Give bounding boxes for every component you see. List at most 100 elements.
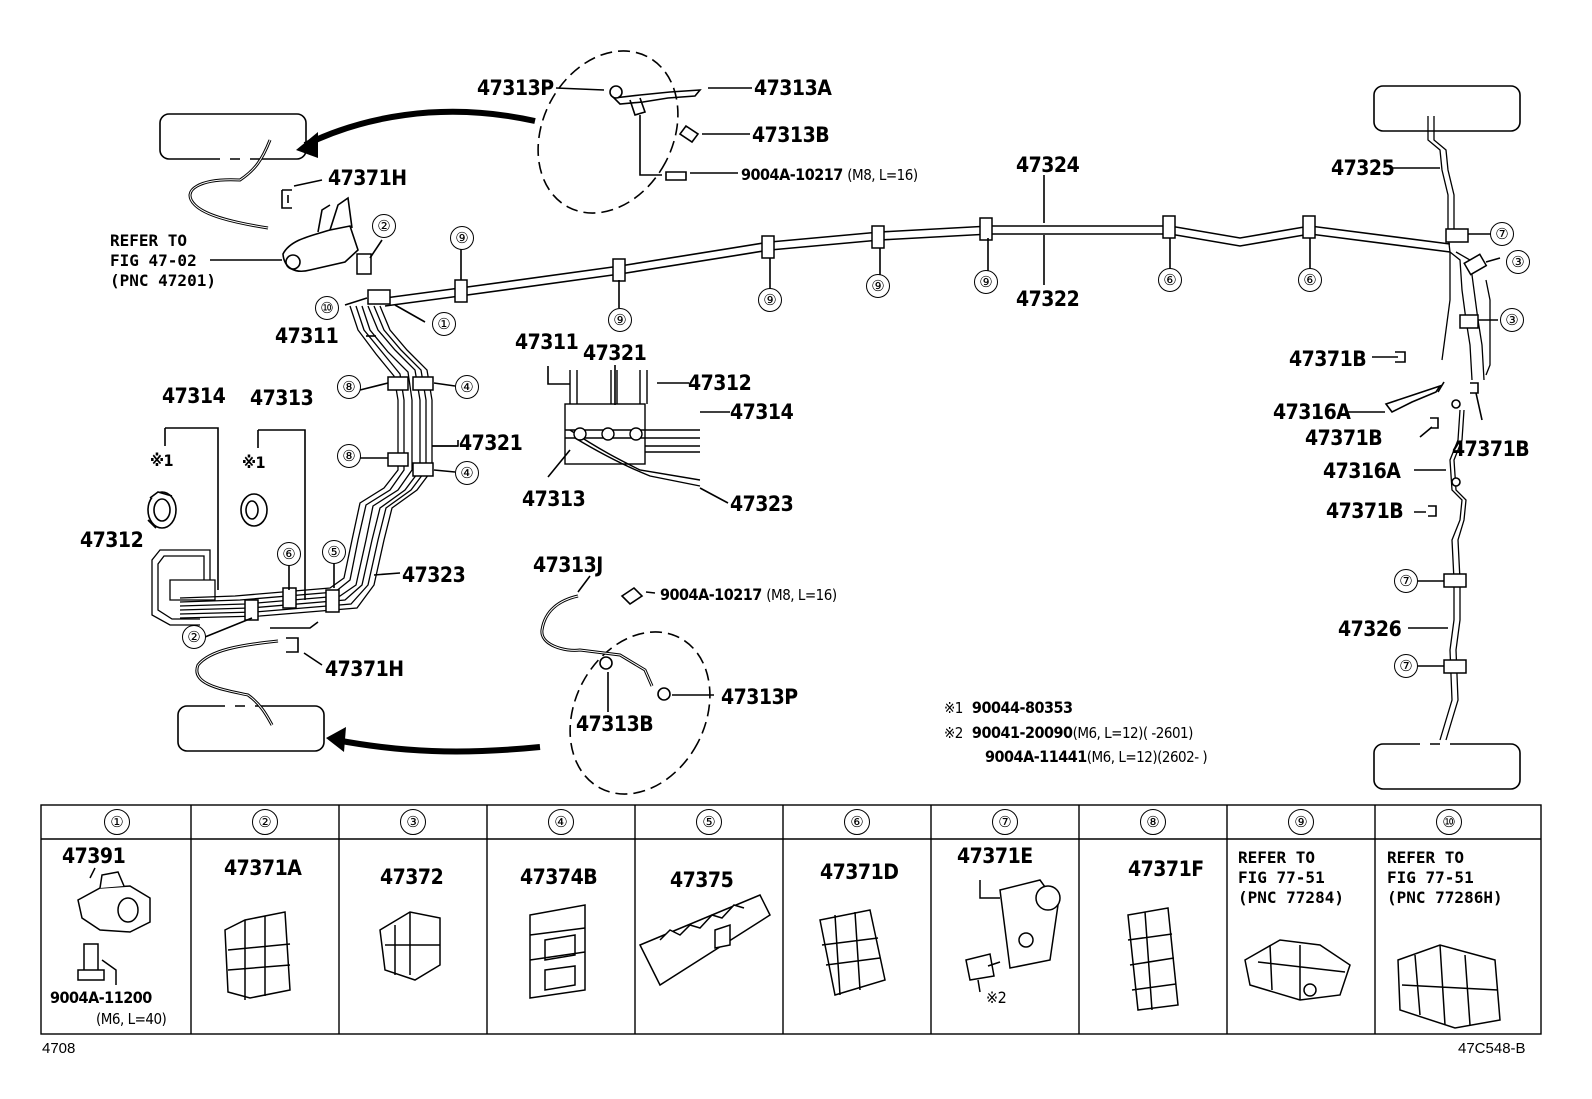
table-bolt-spec: (M6, L=40) [96, 1010, 167, 1028]
ref-frame-bottom-left [177, 705, 325, 752]
callout-10: ⑩ [315, 296, 339, 320]
label-47324: 47324 [1016, 153, 1080, 177]
callout-3-b: ③ [1500, 308, 1524, 332]
label-47371B-2: 47371B [1305, 426, 1383, 450]
table-refer-77284: REFER TO FIG 77-51 (PNC 77284) [1238, 848, 1344, 907]
label-47311-main: 47311 [275, 324, 339, 348]
note-star2-alt: 9004A-11441(M6, L=12)(2602- ) [985, 747, 1208, 766]
callout-3-a: ③ [1506, 250, 1530, 274]
table-header-6: ⑥ [844, 809, 870, 835]
callout-7-b: ⑦ [1394, 569, 1418, 593]
label-47314: 47314 [162, 384, 226, 408]
label-47316A-1: 47316A [1273, 400, 1351, 424]
star1-mark-b: ※1 [242, 453, 266, 472]
table-header-8: ⑧ [1140, 809, 1166, 835]
label-47325: 47325 [1331, 156, 1395, 180]
table-header-10: ⑩ [1436, 809, 1462, 835]
label-47313-detail: 47313 [522, 487, 586, 511]
detail-ellipse-bottom [569, 631, 711, 795]
label-bolt-top: 9004A-10217 (M8, L=16) [741, 165, 918, 184]
table-part-47371F: 47371F [1128, 857, 1204, 881]
callout-9-a: ⑨ [450, 226, 474, 250]
note-star1: ※1 90044-80353 [944, 698, 1073, 717]
callout-9-e: ⑨ [974, 270, 998, 294]
ref-frame-top-right [1373, 85, 1521, 132]
callout-2-top: ② [372, 214, 396, 238]
table-header-3: ③ [400, 809, 426, 835]
label-47326: 47326 [1338, 617, 1402, 641]
label-47313B-top: 47313B [752, 123, 830, 147]
table-part-47374B: 47374B [520, 865, 598, 889]
label-47314-detail: 47314 [730, 400, 794, 424]
refer-fig-47-02: REFER TO FIG 47-02 (PNC 47201) [110, 231, 216, 290]
label-47313: 47313 [250, 386, 314, 410]
callout-8-b: ⑧ [337, 444, 361, 468]
label-47313B-bottom: 47313B [576, 712, 654, 736]
note-star2: ※2 90041-20090(M6, L=12)( -2601) [944, 723, 1193, 742]
ref-frame-bottom-right [1373, 743, 1521, 790]
figure-code-left: 4708 [42, 1040, 76, 1057]
table-part-47371D: 47371D [820, 860, 899, 884]
grommet-47313 [240, 493, 268, 527]
callout-7-a: ⑦ [1490, 222, 1514, 246]
table-part-47391: 47391 [62, 844, 126, 868]
label-47371H-bottom: 47371H [325, 657, 404, 681]
table-header-4: ④ [548, 809, 574, 835]
callout-7-c: ⑦ [1394, 654, 1418, 678]
table-header-2: ② [252, 809, 278, 835]
inset-clip-detail [564, 370, 701, 487]
table-header-1: ① [104, 809, 130, 835]
callout-2-bottom: ② [182, 625, 206, 649]
label-47313P-top: 47313P [477, 76, 554, 100]
label-47321: 47321 [459, 431, 523, 455]
callout-6-a: ⑥ [1158, 268, 1182, 292]
callout-5: ⑤ [322, 540, 346, 564]
table-bolt-9004A-11200: 9004A-11200 [50, 988, 152, 1007]
table-header-5: ⑤ [696, 809, 722, 835]
table-header-9: ⑨ [1288, 809, 1314, 835]
callout-4-a: ④ [455, 375, 479, 399]
label-47371H-top: 47371H [328, 166, 407, 190]
table-part-47371A: 47371A [224, 856, 302, 880]
table-part-sketches [77, 867, 1501, 1029]
label-47316A-2: 47316A [1323, 459, 1401, 483]
main-brake-line [384, 225, 1451, 307]
label-47313A: 47313A [754, 76, 832, 100]
table-refer-77286H: REFER TO FIG 77-51 (PNC 77286H) [1387, 848, 1503, 907]
grommet-47314 [147, 491, 177, 529]
table-part-47371E: 47371E [957, 844, 1033, 868]
callout-6-b: ⑥ [1298, 268, 1322, 292]
label-47323-detail: 47323 [730, 492, 794, 516]
callout-1: ① [432, 312, 456, 336]
right-brake-lines [1427, 116, 1491, 741]
callout-4-b: ④ [455, 461, 479, 485]
table-star2-mark: ※2 [986, 988, 1007, 1007]
parts-table-grid [40, 804, 1542, 1035]
callout-9-b: ⑨ [608, 308, 632, 332]
callout-8-a: ⑧ [337, 375, 361, 399]
callout-9-c: ⑨ [758, 288, 782, 312]
label-47312: 47312 [80, 528, 144, 552]
label-47311-detail: 47311 [515, 330, 579, 354]
detail-ellipse-top [537, 50, 679, 214]
label-47312-detail: 47312 [688, 371, 752, 395]
callout-6-c: ⑥ [277, 542, 301, 566]
ref-frame-top-left [159, 113, 307, 160]
star1-mark-a: ※1 [150, 451, 174, 470]
figure-code-right: 47C548-B [1458, 1040, 1526, 1057]
label-47322: 47322 [1016, 287, 1080, 311]
table-part-47372: 47372 [380, 865, 444, 889]
callout-9-d: ⑨ [866, 274, 890, 298]
label-47313J: 47313J [533, 553, 603, 577]
label-47371B-3: 47371B [1452, 437, 1530, 461]
label-bolt-bottom: 9004A-10217 (M8, L=16) [660, 585, 837, 604]
table-header-7: ⑦ [992, 809, 1018, 835]
label-47323: 47323 [402, 563, 466, 587]
label-47371B-4: 47371B [1326, 499, 1404, 523]
label-47321-detail: 47321 [583, 341, 647, 365]
table-part-47375: 47375 [670, 868, 734, 892]
label-47371B-1: 47371B [1289, 347, 1367, 371]
label-47313P-bottom: 47313P [721, 685, 798, 709]
